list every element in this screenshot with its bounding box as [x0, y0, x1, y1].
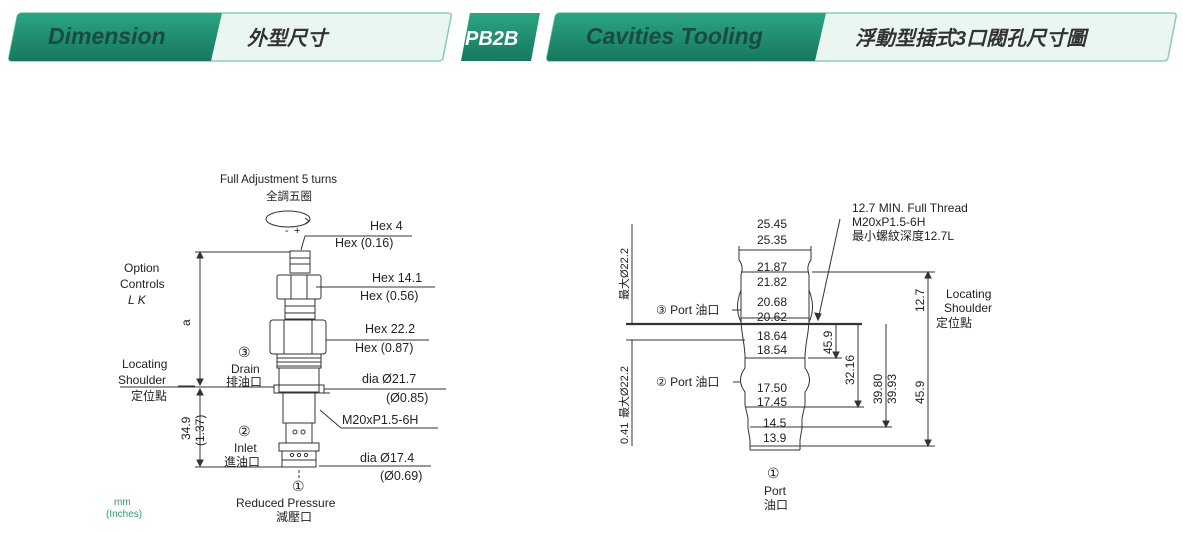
hex4-label: Hex 4: [370, 219, 403, 233]
hex-nut-small: [276, 274, 322, 300]
dim-1750: 17.50: [757, 381, 787, 395]
dim-1864: 18.64: [757, 329, 787, 343]
port2-label: Inlet: [234, 441, 257, 455]
dim-145: 14.5: [763, 416, 787, 430]
cavity-outline-right: [799, 250, 812, 450]
adjust-minus: -: [285, 225, 289, 237]
cavity-locating-1: Locating: [946, 287, 991, 301]
model-badge: PB2B: [461, 13, 540, 61]
dimension-title-zh: 外型尺寸: [246, 27, 330, 50]
port3-label: Drain: [231, 362, 260, 376]
thread-label: M20xP1.5-6H: [342, 413, 418, 427]
v459b-label: 45.9: [913, 380, 927, 404]
dia174-inch: (Ø0.69): [380, 469, 422, 483]
cavity-port1-label-zh: 油口: [764, 498, 788, 512]
units-inches: (Inches): [106, 509, 142, 520]
cavities-title-zh: 浮動型插式3口閥孔尺寸圖: [855, 27, 1089, 50]
adjust-label: Full Adjustment 5 turns: [220, 174, 337, 186]
dia217-inch: (Ø0.85): [386, 391, 428, 405]
dim-1745: 17.45: [757, 395, 787, 409]
dim-2187: 21.87: [757, 260, 787, 274]
model-code: PB2B: [465, 28, 518, 50]
dim-2068: 20.68: [757, 295, 787, 309]
dimension-title: Dimension: [48, 23, 166, 49]
adjust-stem: [289, 250, 311, 274]
adjust-plus: +: [294, 225, 300, 237]
locating-label-2: Shoulder: [118, 373, 166, 387]
port1-number: ①: [292, 478, 305, 494]
units-mm: mm: [114, 497, 131, 508]
dimension-tab: Dimension 外型尺寸: [8, 12, 452, 62]
hex-body-large: [269, 319, 327, 355]
cavity-port1-number: ①: [767, 465, 780, 481]
cavity-port2-label: ② Port 油口: [656, 375, 719, 389]
dim-2545: 25.45: [757, 217, 787, 231]
dia217-label: dia Ø21.7: [362, 372, 416, 386]
port1-label: Reduced Pressure: [236, 496, 336, 510]
cavity-port1-label: Port: [764, 484, 787, 498]
locating-label-zh: 定位點: [131, 388, 167, 403]
max222-bottom-label: 最大Ø22.2: [617, 366, 631, 418]
option-label-2: Controls: [120, 277, 165, 291]
cavities-tab: Cavities Tooling 浮動型插式3口閥孔尺寸圖: [546, 12, 1177, 62]
valve-labels: Full Adjustment 5 turns 全調五圈 - + Hex 4 H…: [106, 174, 428, 524]
cavity-locating-2: Shoulder: [944, 301, 992, 315]
cavity-port3-label: ③ Port 油口: [656, 303, 719, 317]
thread-note-1: 12.7 MIN. Full Thread: [852, 201, 968, 215]
dim-139: 13.9: [763, 431, 787, 445]
hex4-inch: Hex (0.16): [335, 236, 393, 250]
dim-2062: 20.62: [757, 310, 787, 324]
v3216-label: 32.16: [843, 355, 857, 385]
len137-label: (1.37): [193, 415, 207, 446]
dia174-label: dia Ø17.4: [360, 451, 414, 465]
len349-label: 34.9: [179, 416, 193, 440]
thread-note-2: M20xP1.5-6H: [852, 215, 925, 229]
valve-drawing: [120, 210, 446, 478]
hex22-label: Hex 22.2: [365, 322, 415, 336]
cavity-locating-zh: 定位點: [936, 315, 972, 330]
option-label-1: Option: [124, 261, 159, 275]
v3993-label: 39.93: [885, 374, 899, 404]
adjust-rotation-arrow: [265, 210, 311, 228]
port2-label-zh: 進油口: [224, 455, 260, 469]
v3980-label: 39.80: [871, 374, 885, 404]
adjust-label-zh: 全調五圈: [266, 189, 312, 203]
lower-cartridge: [282, 392, 316, 424]
option-label-3: L K: [128, 293, 147, 307]
hex22-inch: Hex (0.87): [355, 341, 413, 355]
dim-a-label: a: [179, 319, 193, 326]
cavity-labels: 12.7 MIN. Full Thread M20xP1.5-6H 最小螺紋深度…: [617, 201, 992, 512]
v459a-label: 45.9: [821, 330, 835, 354]
thread-note-3: 最小螺紋深度12.7L: [852, 228, 954, 243]
max222-top-label: 最大Ø22.2: [617, 248, 631, 300]
header-banner: Dimension 外型尺寸 PB2B Cavities Tooling 浮動型…: [8, 12, 1177, 62]
cavity-outline-left: [738, 250, 751, 450]
cavities-title: Cavities Tooling: [586, 23, 763, 49]
port3-label-zh: 排油口: [226, 375, 262, 389]
dim-2182: 21.82: [757, 275, 787, 289]
port2-number: ②: [238, 423, 251, 439]
hex14-inch: Hex (0.56): [360, 289, 418, 303]
dim-1854: 18.54: [757, 343, 787, 357]
dim-2535: 25.35: [757, 233, 787, 247]
locating-label-1: Locating: [122, 357, 167, 371]
d041-label: 0.41: [619, 423, 631, 444]
port1-label-zh: 減壓口: [276, 509, 312, 524]
hex14-label: Hex 14.1: [372, 271, 422, 285]
port3-number: ③: [238, 344, 251, 360]
cavity-drawing: [626, 218, 935, 451]
v127-label: 12.7: [913, 288, 927, 312]
